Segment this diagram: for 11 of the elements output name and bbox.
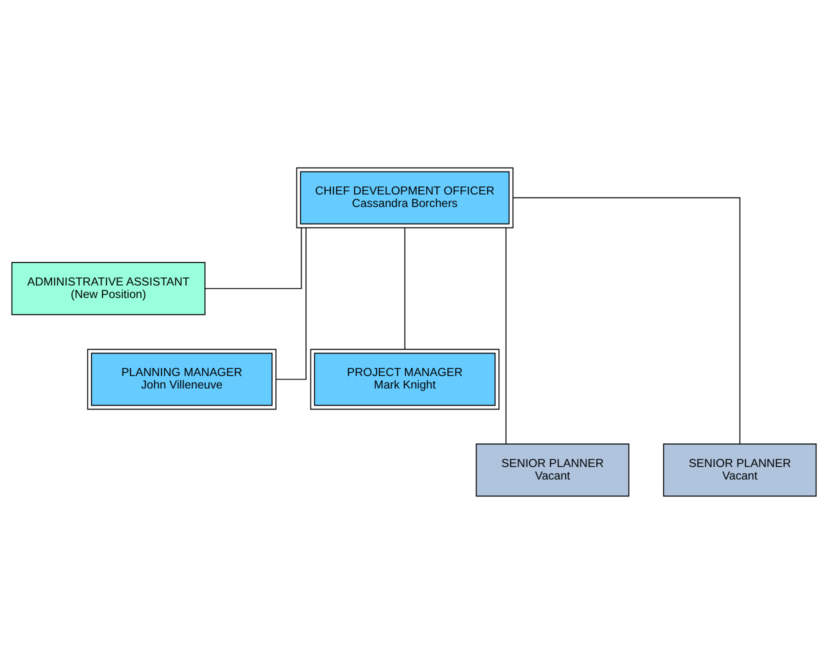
node-box: SENIOR PLANNER Vacant [476,444,630,497]
node-box: ADMINISTRATIVE ASSISTANT (New Position) [11,262,206,316]
node-box: PROJECT MANAGER Mark Knight [310,348,500,410]
node-box: PLANNING MANAGER John Villeneuve [87,348,276,410]
node-box: SENIOR PLANNER Vacant [663,444,817,497]
connector [204,227,302,290]
connector [512,197,740,444]
connector [404,227,406,350]
connector [505,228,506,444]
node-box: CHIEF DEVELOPMENT OFFICER Cassandra Borchers [296,167,514,228]
connector [275,227,306,380]
